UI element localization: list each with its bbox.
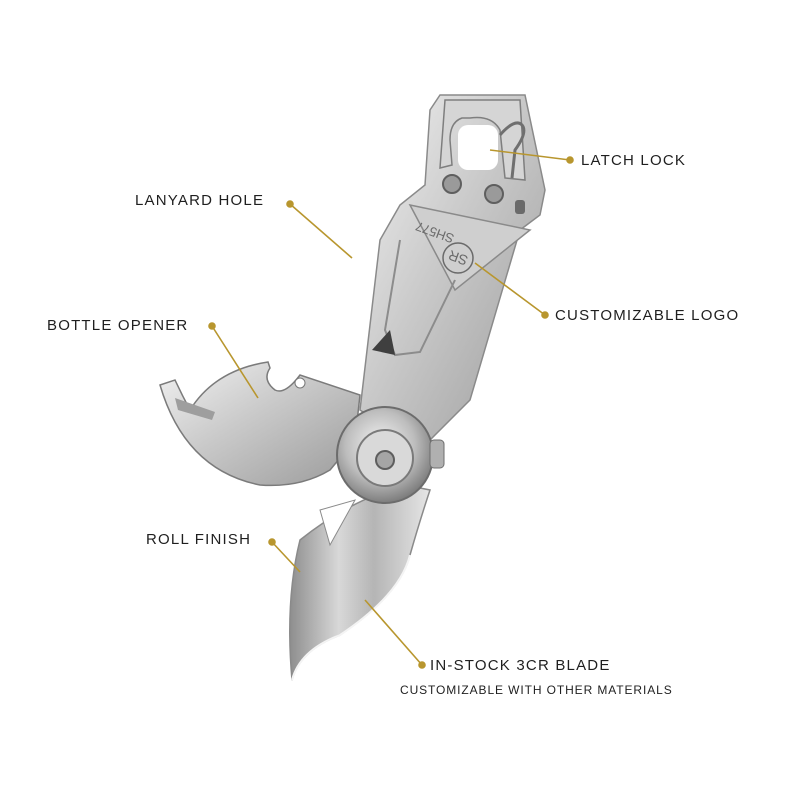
label-blade-title: IN-STOCK 3CR BLADE bbox=[430, 657, 611, 674]
leader-blade bbox=[364, 599, 423, 666]
leader-logo bbox=[474, 262, 546, 316]
blade-tang-cutout bbox=[319, 499, 357, 547]
leader-roll bbox=[271, 541, 301, 573]
rivet-left bbox=[442, 174, 462, 194]
pivot-screw bbox=[375, 450, 395, 470]
opener-hole bbox=[294, 377, 306, 389]
label-latch-lock: LATCH LOCK bbox=[581, 152, 687, 169]
triangle-cutout bbox=[372, 330, 395, 355]
label-customizable-logo: CUSTOMIZABLE LOGO bbox=[555, 307, 740, 324]
lanyard-hole bbox=[515, 200, 525, 214]
opener-tooth bbox=[175, 398, 215, 420]
leader-latch bbox=[489, 149, 571, 161]
rivet-right bbox=[484, 184, 504, 204]
carabiner-loop bbox=[439, 99, 526, 181]
label-roll-finish: ROLL FINISH bbox=[146, 531, 252, 548]
leader-opener bbox=[211, 325, 259, 399]
latch-gap bbox=[458, 125, 498, 170]
leader-lines bbox=[208, 149, 574, 669]
bottle-opener bbox=[159, 361, 361, 487]
pivot-lock-tab bbox=[429, 439, 445, 469]
leader-lanyard bbox=[289, 203, 353, 259]
label-blade-subtitle: CUSTOMIZABLE WITH OTHER MATERIALS bbox=[400, 683, 673, 697]
blade-edge bbox=[291, 554, 411, 681]
label-bottle-opener: BOTTLE OPENER bbox=[47, 317, 189, 334]
logo-plate bbox=[408, 203, 532, 292]
label-lanyard-hole: LANYARD HOLE bbox=[135, 192, 265, 209]
latch-wire bbox=[498, 121, 526, 179]
logo-badge bbox=[442, 242, 474, 274]
logo-engraving: SR bbox=[446, 247, 470, 269]
